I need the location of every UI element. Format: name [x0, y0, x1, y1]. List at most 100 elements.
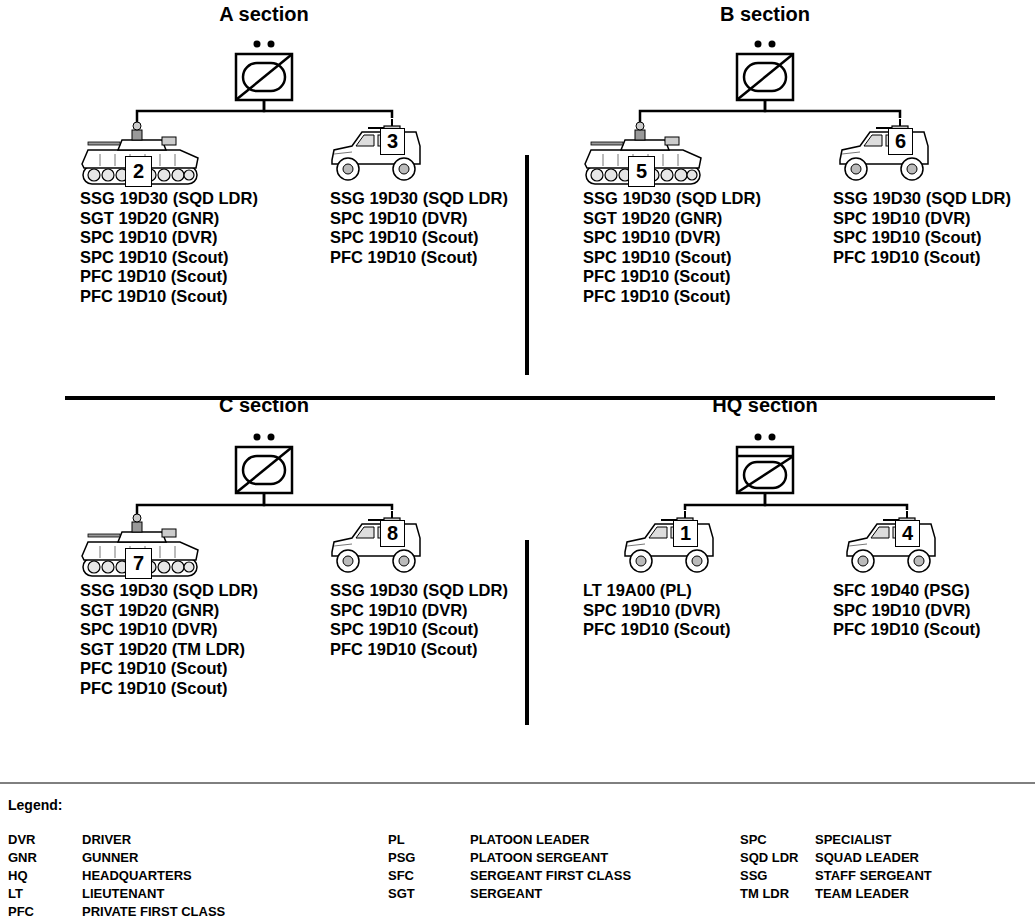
hq-unit-symbol	[737, 434, 793, 494]
section-symbol: B section	[717, 2, 813, 100]
crew-member: SSG 19D30 (SQD LDR)	[80, 581, 258, 601]
crew-member: SPC 19D10 (Scout)	[330, 228, 508, 248]
legend-definition: HEADQUARTERS	[82, 868, 192, 884]
legend-abbreviation: DVR	[8, 832, 35, 848]
org-connector	[685, 493, 765, 510]
crew-member: SGT 19D20 (GNR)	[80, 209, 258, 229]
legend-definition: PLATOON SERGEANT	[470, 850, 608, 866]
crew-member: SSG 19D30 (SQD LDR)	[80, 189, 258, 209]
org-connector	[137, 100, 264, 122]
crew-member: SGT 19D20 (TM LDR)	[80, 640, 258, 660]
section-title: A section	[216, 2, 311, 26]
crew-member: SGT 19D20 (GNR)	[583, 209, 761, 229]
legend-definition: SERGEANT	[470, 886, 542, 902]
humvee-vehicle	[332, 119, 420, 180]
legend-abbreviation: GNR	[8, 850, 37, 866]
crew-member: PFC 19D10 (Scout)	[80, 659, 258, 679]
crew-member: PFC 19D10 (Scout)	[80, 287, 258, 307]
crew-list: SSG 19D30 (SQD LDR)SGT 19D20 (GNR)SPC 19…	[80, 189, 258, 306]
unit-symbol	[737, 41, 793, 101]
legend-definition: STAFF SERGEANT	[815, 868, 932, 884]
crew-member: SPC 19D10 (DVR)	[80, 620, 258, 640]
legend-abbreviation: SSG	[740, 868, 767, 884]
vehicle-crew: 4SFC 19D40 (PSG)SPC 19D10 (DVR)PFC 19D10…	[833, 510, 983, 640]
crew-member: PFC 19D10 (Scout)	[80, 267, 258, 287]
vehicle-crew: 2SSG 19D30 (SQD LDR)SGT 19D20 (GNR)SPC 1…	[80, 122, 260, 306]
crew-member: SPC 19D10 (DVR)	[833, 209, 1011, 229]
unit-symbol	[236, 41, 292, 101]
legend-abbreviation: SPC	[740, 832, 767, 848]
crew-member: PFC 19D10 (Scout)	[833, 620, 981, 640]
org-connector	[765, 100, 900, 118]
section-divider	[525, 540, 529, 725]
crew-member: PFC 19D10 (Scout)	[833, 248, 1011, 268]
legend-abbreviation: SGT	[388, 886, 415, 902]
crew-member: SSG 19D30 (SQD LDR)	[330, 189, 508, 209]
legend-definition: SERGEANT FIRST CLASS	[470, 868, 631, 884]
section-divider	[525, 155, 529, 375]
humvee-vehicle	[840, 119, 928, 180]
org-connector	[264, 100, 392, 118]
section-title: C section	[216, 393, 312, 417]
crew-list: SSG 19D30 (SQD LDR)SPC 19D10 (DVR)SPC 19…	[833, 189, 1011, 267]
org-connector	[765, 493, 907, 510]
crew-member: SPC 19D10 (DVR)	[330, 601, 508, 621]
crew-member: SPC 19D10 (DVR)	[80, 228, 258, 248]
section-divider	[65, 396, 995, 400]
crew-list: SSG 19D30 (SQD LDR)SGT 19D20 (GNR)SPC 19…	[583, 189, 761, 306]
crew-member: SSG 19D30 (SQD LDR)	[583, 189, 761, 209]
vehicle-number: 6	[888, 128, 913, 155]
org-connector	[640, 100, 765, 122]
crew-list: SSG 19D30 (SQD LDR)SPC 19D10 (DVR)SPC 19…	[330, 581, 508, 659]
legend-definition: PLATOON LEADER	[470, 832, 589, 848]
vehicle-crew: 5SSG 19D30 (SQD LDR)SGT 19D20 (GNR)SPC 1…	[583, 122, 763, 306]
crew-member: PFC 19D10 (Scout)	[330, 248, 508, 268]
vehicle-crew: 7SSG 19D30 (SQD LDR)SGT 19D20 (GNR)SPC 1…	[80, 514, 260, 698]
vehicle-number: 5	[628, 156, 655, 187]
section-title: B section	[717, 2, 813, 26]
crew-list: SSG 19D30 (SQD LDR)SGT 19D20 (GNR)SPC 19…	[80, 581, 258, 698]
crew-member: SPC 19D10 (DVR)	[330, 209, 508, 229]
org-connector	[264, 493, 392, 510]
legend-abbreviation: LT	[8, 886, 23, 902]
crew-member: SPC 19D10 (Scout)	[80, 248, 258, 268]
legend-definition: SPECIALIST	[815, 832, 892, 848]
legend-definition: DRIVER	[82, 832, 131, 848]
legend-rule	[0, 783, 1035, 784]
legend-abbreviation: PL	[388, 832, 405, 848]
humvee-vehicle	[847, 511, 935, 572]
vehicle-number: 4	[895, 520, 920, 547]
crew-member: SGT 19D20 (GNR)	[80, 601, 258, 621]
legend-abbreviation: SQD LDR	[740, 850, 799, 866]
vehicle-number: 8	[380, 520, 405, 547]
crew-member: PFC 19D10 (Scout)	[80, 679, 258, 699]
humvee-vehicle	[625, 511, 713, 572]
legend-heading: Legend:	[8, 796, 62, 814]
vehicle-number: 1	[673, 520, 698, 547]
legend-definition: LIEUTENANT	[82, 886, 164, 902]
crew-member: SPC 19D10 (Scout)	[330, 620, 508, 640]
vehicle-number: 3	[380, 128, 405, 155]
crew-member: SPC 19D10 (Scout)	[833, 228, 1011, 248]
vehicle-crew: 6SSG 19D30 (SQD LDR)SPC 19D10 (DVR)SPC 1…	[833, 118, 1013, 267]
crew-member: PFC 19D10 (Scout)	[583, 267, 761, 287]
crew-list: LT 19A00 (PL)SPC 19D10 (DVR)PFC 19D10 (S…	[583, 581, 731, 640]
vehicle-crew: 3SSG 19D30 (SQD LDR)SPC 19D10 (DVR)SPC 1…	[330, 118, 510, 267]
legend-abbreviation: PSG	[388, 850, 415, 866]
section-title: HQ section	[709, 393, 821, 417]
org-connector	[137, 493, 264, 514]
vehicle-number: 7	[125, 548, 152, 579]
crew-member: SPC 19D10 (DVR)	[583, 601, 731, 621]
humvee-vehicle	[332, 511, 420, 572]
legend-definition: SQUAD LEADER	[815, 850, 919, 866]
section-symbol: A section	[216, 2, 311, 100]
vehicle-crew: 8SSG 19D30 (SQD LDR)SPC 19D10 (DVR)SPC 1…	[330, 510, 510, 659]
legend-abbreviation: HQ	[8, 868, 28, 884]
legend-abbreviation: PFC	[8, 904, 34, 920]
crew-member: PFC 19D10 (Scout)	[583, 620, 731, 640]
vehicle-number: 2	[125, 156, 152, 187]
crew-list: SSG 19D30 (SQD LDR)SPC 19D10 (DVR)SPC 19…	[330, 189, 508, 267]
crew-member: SPC 19D10 (DVR)	[583, 228, 761, 248]
legend-definition: GUNNER	[82, 850, 138, 866]
